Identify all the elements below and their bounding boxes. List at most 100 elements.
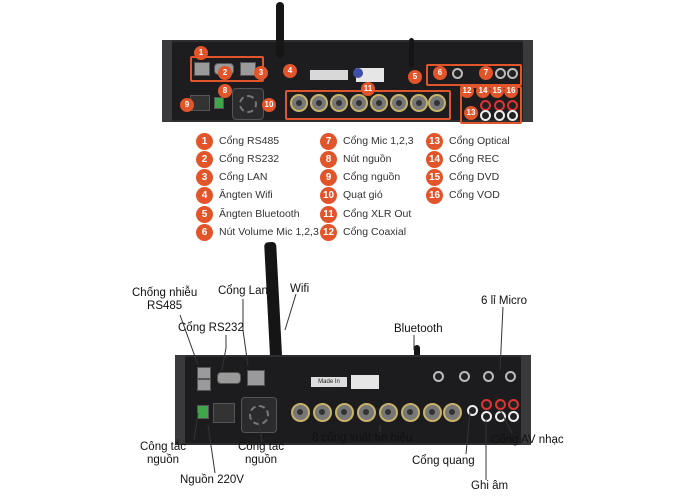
serial-sticker xyxy=(310,70,348,80)
mic-volume-1 xyxy=(433,371,444,382)
power-switch xyxy=(197,405,209,419)
xlr-out-4 xyxy=(350,94,368,112)
badge-10: 10 xyxy=(262,98,276,112)
callout-rs485-text: Chống nhiễu RS485 xyxy=(132,287,198,312)
callout-optical: Cổng quang xyxy=(412,455,475,467)
callout-switch-2: Công tắc nguồn xyxy=(238,441,284,467)
badge-6: 6 xyxy=(433,66,447,80)
badge-16: 16 xyxy=(504,84,518,98)
badge-15: 15 xyxy=(490,84,504,98)
caution-sticker xyxy=(351,375,379,389)
xlr-out-8 xyxy=(443,403,462,422)
xlr-out-5 xyxy=(379,403,398,422)
legend-label-8: Nút nguồn xyxy=(343,153,392,165)
callout-wifi: Wifi xyxy=(290,283,310,295)
legend-item-8: 8 Nút nguồn xyxy=(320,150,391,168)
callout-rs485: Chống nhiễu RS485 xyxy=(132,287,197,313)
legend-num-3: 3 xyxy=(196,168,213,186)
legend-label-6: Nút Volume Mic 1,2,3 xyxy=(219,226,319,238)
callout-mic6: 6 lỉ Micro xyxy=(481,295,528,307)
badge-8: 8 xyxy=(218,84,232,98)
legend-num-16: 16 xyxy=(426,186,443,204)
legend-label-14: Cổng REC xyxy=(449,153,500,165)
xlr-out-6 xyxy=(401,403,420,422)
callout-power220: Nguồn 220V xyxy=(180,474,244,486)
xlr-out-7 xyxy=(423,403,442,422)
legend-item-16: 16 Cổng VOD xyxy=(426,186,500,204)
badge-5: 5 xyxy=(408,70,422,84)
callout-switch-text: Công tắc nguồn xyxy=(140,441,187,466)
legend-num-14: 14 xyxy=(426,150,443,168)
rs485-port xyxy=(194,62,210,76)
rca-vod-r xyxy=(507,110,518,121)
legend-num-6: 6 xyxy=(196,223,213,241)
legend-num-11: 11 xyxy=(320,205,337,223)
legend-label-2: Cổng RS232 xyxy=(219,153,280,165)
legend-label-3: Cổng LAN xyxy=(219,171,268,183)
legend-item-7: 7 Cổng Mic 1,2,3 xyxy=(320,132,414,150)
legend-label-1: Cổng RS485 xyxy=(219,135,280,147)
xlr-out-2 xyxy=(310,94,328,112)
rs232-port xyxy=(217,372,241,384)
legend-num-15: 15 xyxy=(426,168,443,186)
rca-dvd-l xyxy=(495,399,506,410)
rs485-port-a xyxy=(197,367,211,379)
legend-item-1: 1 Cổng RS485 xyxy=(196,132,279,150)
badge-4: 4 xyxy=(283,64,297,78)
xlr-out-2 xyxy=(313,403,332,422)
mic-highlight xyxy=(426,64,522,86)
rack-ear-left xyxy=(162,40,172,122)
bluetooth-antenna-top xyxy=(409,38,414,68)
badge-14: 14 xyxy=(476,84,490,98)
legend-num-8: 8 xyxy=(320,150,337,168)
callout-rs232: Cổng RS232 xyxy=(178,322,244,334)
made-in-china-sticker: Made In China xyxy=(311,377,347,395)
bottom-device-rear-panel: Made In China xyxy=(175,355,531,445)
xlr-out-5 xyxy=(370,94,388,112)
legend-num-7: 7 xyxy=(320,132,337,150)
power-switch xyxy=(214,97,224,109)
legend-item-15: 15 Cổng DVD xyxy=(426,168,499,186)
mic-port-2 xyxy=(495,68,506,79)
badge-12: 12 xyxy=(460,84,474,98)
callout-switch2-text: Công tắc nguồn xyxy=(238,441,285,466)
xlr-out-3 xyxy=(335,403,354,422)
top-device-rear-panel: 1 2 3 8 9 10 4 5 11 6 7 12 14 15 16 13 xyxy=(162,40,533,124)
legend-label-9: Cổng nguồn xyxy=(343,171,401,183)
rs485-port-b xyxy=(197,379,211,391)
rack-ear-right xyxy=(523,40,533,122)
legend-item-3: 3 Cổng LAN xyxy=(196,168,267,186)
rack-ear-right xyxy=(521,355,531,445)
badge-11: 11 xyxy=(361,82,375,96)
cooling-fan xyxy=(232,88,264,120)
mic-port-3 xyxy=(507,68,518,79)
legend-num-4: 4 xyxy=(196,186,213,204)
callout-rec: Ghi âm xyxy=(471,480,509,492)
badge-2: 2 xyxy=(218,66,232,80)
callout-bluetooth: Bluetooth xyxy=(394,323,443,335)
xlr-out-6 xyxy=(390,94,408,112)
rca-rec-r xyxy=(480,110,491,121)
badge-9: 9 xyxy=(180,98,194,112)
legend-num-12: 12 xyxy=(320,223,337,241)
wifi-antenna-top xyxy=(276,2,284,58)
xlr-out-7 xyxy=(410,94,428,112)
legend-label-11: Cổng XLR Out xyxy=(343,208,412,220)
mic-port-1 xyxy=(452,68,463,79)
legend-label-13: Cổng Optical xyxy=(449,135,510,147)
legend-label-7: Cổng Mic 1,2,3 xyxy=(343,135,414,147)
xlr-out-3 xyxy=(330,94,348,112)
legend-item-11: 11 Cổng XLR Out xyxy=(320,205,411,223)
legend-item-13: 13 Cổng Optical xyxy=(426,132,510,150)
rack-ear-left xyxy=(175,355,185,445)
rca-vod-l xyxy=(508,399,519,410)
legend-label-4: Ăngten Wifi xyxy=(219,189,273,201)
badge-1: 1 xyxy=(194,46,208,60)
mic-port-2 xyxy=(483,371,494,382)
lan-port xyxy=(247,370,265,386)
legend-label-5: Ăngten Bluetooth xyxy=(219,208,300,220)
legend-item-6: 6 Nút Volume Mic 1,2,3 xyxy=(196,223,319,241)
power-inlet xyxy=(213,403,235,423)
rca-vod-r xyxy=(508,411,519,422)
badge-3: 3 xyxy=(254,66,268,80)
